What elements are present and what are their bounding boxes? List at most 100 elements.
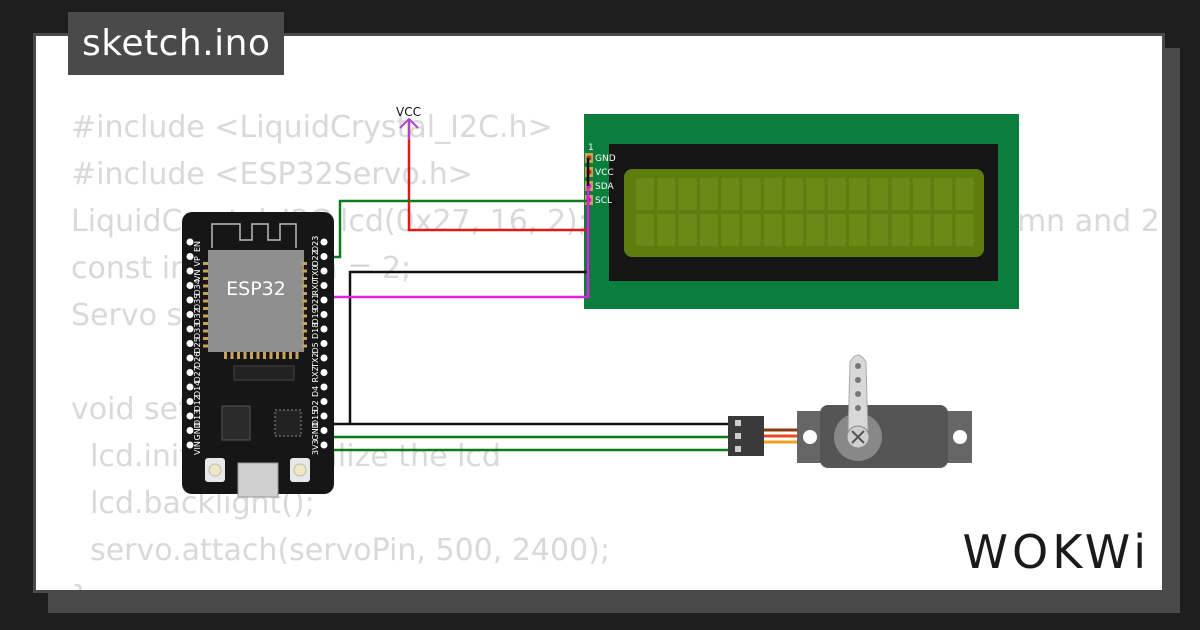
esp32-pin-label-left: VIN	[193, 441, 202, 455]
lcd-character-grid	[636, 178, 974, 246]
esp32-pin-left[interactable]	[186, 340, 194, 347]
code-line: servo.attach(servoPin, 500, 2400);	[71, 533, 610, 568]
castellation-pad	[203, 307, 208, 310]
castellation-pad	[203, 322, 208, 325]
esp32-chip-label: ESP32	[226, 278, 286, 300]
esp32-pin-left[interactable]	[186, 311, 194, 318]
esp32-pin-left[interactable]	[186, 325, 194, 333]
esp32-pin-label-left: EN	[193, 241, 202, 252]
horn-hole	[855, 363, 861, 369]
esp32-pin-left[interactable]	[186, 398, 194, 405]
esp32-pin-label-left: D13	[193, 410, 202, 426]
esp32-pin-right[interactable]	[320, 311, 328, 318]
esp32-pin-label-left: D14	[193, 381, 202, 397]
antenna-trace	[211, 223, 297, 248]
castellation-pad	[263, 352, 266, 359]
lcd-char-cell	[636, 214, 654, 246]
vcc-label: VCC	[396, 105, 421, 119]
lcd-char-cell	[955, 178, 974, 210]
lcd-char-cell	[742, 178, 761, 210]
esp32-pin-label-right: TX2	[311, 353, 320, 369]
esp32-pin-right[interactable]	[320, 354, 328, 362]
esp32-pin-right[interactable]	[320, 412, 328, 420]
wires	[324, 120, 737, 452]
castellation-pad	[302, 262, 307, 265]
esp32-pin-label-left: D35	[193, 294, 202, 310]
wire-scl-magenta	[324, 186, 590, 299]
castellation-pad	[302, 277, 307, 280]
esp32-pin-left[interactable]	[186, 412, 194, 420]
servo-connector	[728, 416, 764, 456]
castellation-pad	[243, 352, 247, 359]
castellation-pad	[203, 337, 208, 340]
castellation-pad	[203, 299, 208, 303]
servo-motor[interactable]	[728, 354, 972, 468]
esp32-pin-right[interactable]	[320, 296, 328, 304]
lcd-char-cell	[870, 214, 889, 246]
esp32-pin-left[interactable]	[186, 238, 194, 246]
esp32-pin-right[interactable]	[320, 325, 328, 333]
esp32-pin-right[interactable]	[320, 253, 328, 260]
castellation-pad	[282, 352, 286, 359]
esp32-pin-right[interactable]	[320, 282, 328, 289]
usb-port	[237, 462, 279, 498]
servo-connector-pin	[735, 420, 741, 426]
esp32-pin-label-left: D34	[193, 279, 202, 295]
castellation-pad	[302, 344, 307, 348]
esp32-pin-right[interactable]	[320, 427, 328, 434]
esp32-pin-right[interactable]	[320, 340, 328, 347]
esp32-pin-right[interactable]	[320, 383, 328, 391]
lcd-char-cell	[763, 178, 782, 210]
lcd-pin-label: VCC	[595, 168, 614, 178]
lcd-char-cell	[891, 178, 910, 210]
code-line: #include <LiquidCrystal_I2C.h>	[71, 110, 553, 145]
esp32-pin-label-left: D33	[193, 323, 202, 339]
esp32-pin-label-right: D2	[311, 400, 320, 411]
lcd-char-cell	[678, 214, 697, 246]
esp32-pin-label-right: 3V3	[311, 439, 320, 455]
esp32-pin-left[interactable]	[186, 441, 194, 449]
castellation-pad	[295, 352, 299, 359]
en-button[interactable]	[290, 458, 310, 482]
usb-uart-chip	[274, 409, 302, 437]
esp32-pin-left[interactable]	[186, 427, 194, 434]
servo-connector-pin	[735, 446, 741, 452]
esp32-pin-right[interactable]	[320, 398, 328, 405]
module-castellations	[203, 262, 307, 359]
lcd-char-cell	[657, 214, 676, 246]
lcd-char-cell	[891, 214, 910, 246]
boot-button[interactable]	[205, 458, 225, 482]
esp32-pin-right[interactable]	[320, 369, 328, 376]
esp32-pin-left[interactable]	[186, 354, 194, 362]
castellation-pad	[302, 299, 307, 303]
esp32-pin-left[interactable]	[186, 296, 194, 304]
esp32-module	[208, 250, 304, 352]
servo-connector-pin	[735, 433, 741, 439]
file-title-tab: sketch.ino	[68, 12, 285, 75]
castellation-pad	[203, 262, 208, 265]
castellation-pad	[256, 352, 260, 359]
lcd-char-cell	[849, 178, 867, 210]
lcd-char-cell	[721, 214, 740, 246]
esp32-pin-left[interactable]	[186, 267, 194, 275]
castellation-pad	[302, 269, 307, 273]
esp32-pin-label-left: D27	[193, 366, 202, 382]
castellation-pad	[203, 277, 208, 280]
castellation-pad	[203, 269, 208, 273]
esp32-pin-left[interactable]	[186, 369, 194, 376]
castellation-pad	[302, 307, 307, 310]
esp32-pin-right[interactable]	[320, 238, 328, 246]
esp32-pin-left[interactable]	[186, 282, 194, 289]
lcd-char-cell	[636, 178, 654, 210]
esp32-pin-label-right: GND	[311, 422, 320, 440]
esp32-pin-right[interactable]	[320, 267, 328, 275]
voltage-regulator	[221, 405, 251, 441]
lcd-char-cell	[849, 214, 867, 246]
esp32-pin-left[interactable]	[186, 383, 194, 391]
esp32-pin-right[interactable]	[320, 441, 328, 449]
esp32-pin-left[interactable]	[186, 253, 194, 260]
